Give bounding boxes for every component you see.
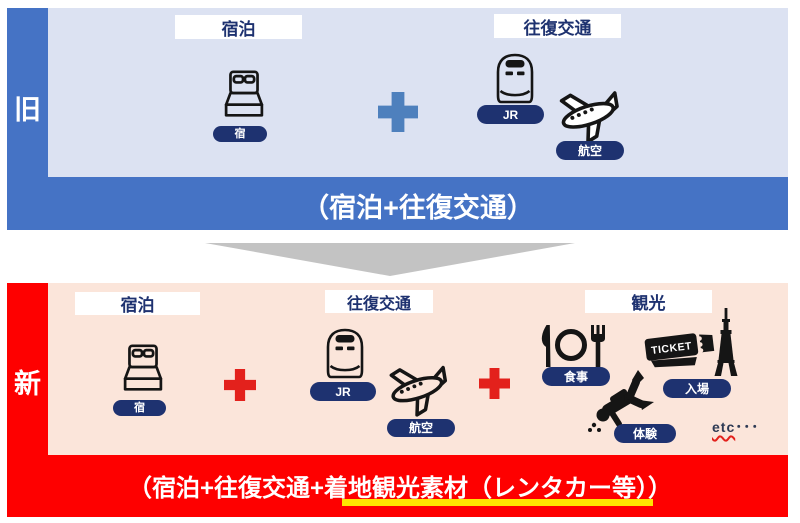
new-lodging-title: 宿泊 <box>75 292 200 315</box>
ticket-icon: TICKET <box>644 330 716 377</box>
old-lodging-pill: 宿 <box>213 126 267 142</box>
down-arrow-icon <box>205 243 575 276</box>
admission-pill: 入場 <box>663 379 731 398</box>
bed-icon <box>114 340 172 403</box>
highlight-underline <box>342 499 653 506</box>
ticket-text: TICKET <box>651 340 693 357</box>
shinkansen-icon <box>492 51 538 110</box>
old-side-label: 旧 <box>14 95 41 125</box>
new-side-label: 新 <box>14 369 41 399</box>
meal-pill: 食事 <box>542 367 610 386</box>
etc-text: etc <box>712 419 736 435</box>
shinkansen-icon <box>322 326 368 385</box>
old-air-pill: 航空 <box>556 141 624 160</box>
experience-pill: 体験 <box>614 424 676 443</box>
old-summary: （宿泊+往復交通） <box>302 193 534 223</box>
old-lodging-title: 宿泊 <box>175 15 302 39</box>
new-transport-title: 往復交通 <box>325 290 433 313</box>
sightseeing-title: 観光 <box>585 290 712 313</box>
airplane-icon <box>382 358 454 423</box>
bed-icon <box>215 66 273 129</box>
airplane-icon <box>552 84 626 149</box>
old-transport-title: 往復交通 <box>494 14 621 38</box>
new-air-pill: 航空 <box>387 419 455 437</box>
new-lodging-pill: 宿 <box>113 400 166 416</box>
new-summary: （宿泊+往復交通+着地観光素材（レンタカー等）） <box>127 475 673 502</box>
old-jr-pill: JR <box>477 105 544 124</box>
etc-label: etc･･･ <box>712 417 759 437</box>
dining-icon <box>536 324 606 373</box>
diver-icon <box>586 366 656 439</box>
old-section-body <box>48 8 788 177</box>
new-jr-pill: JR <box>310 382 376 401</box>
etc-dots: ･･･ <box>735 419 760 435</box>
tower-icon <box>713 308 739 381</box>
